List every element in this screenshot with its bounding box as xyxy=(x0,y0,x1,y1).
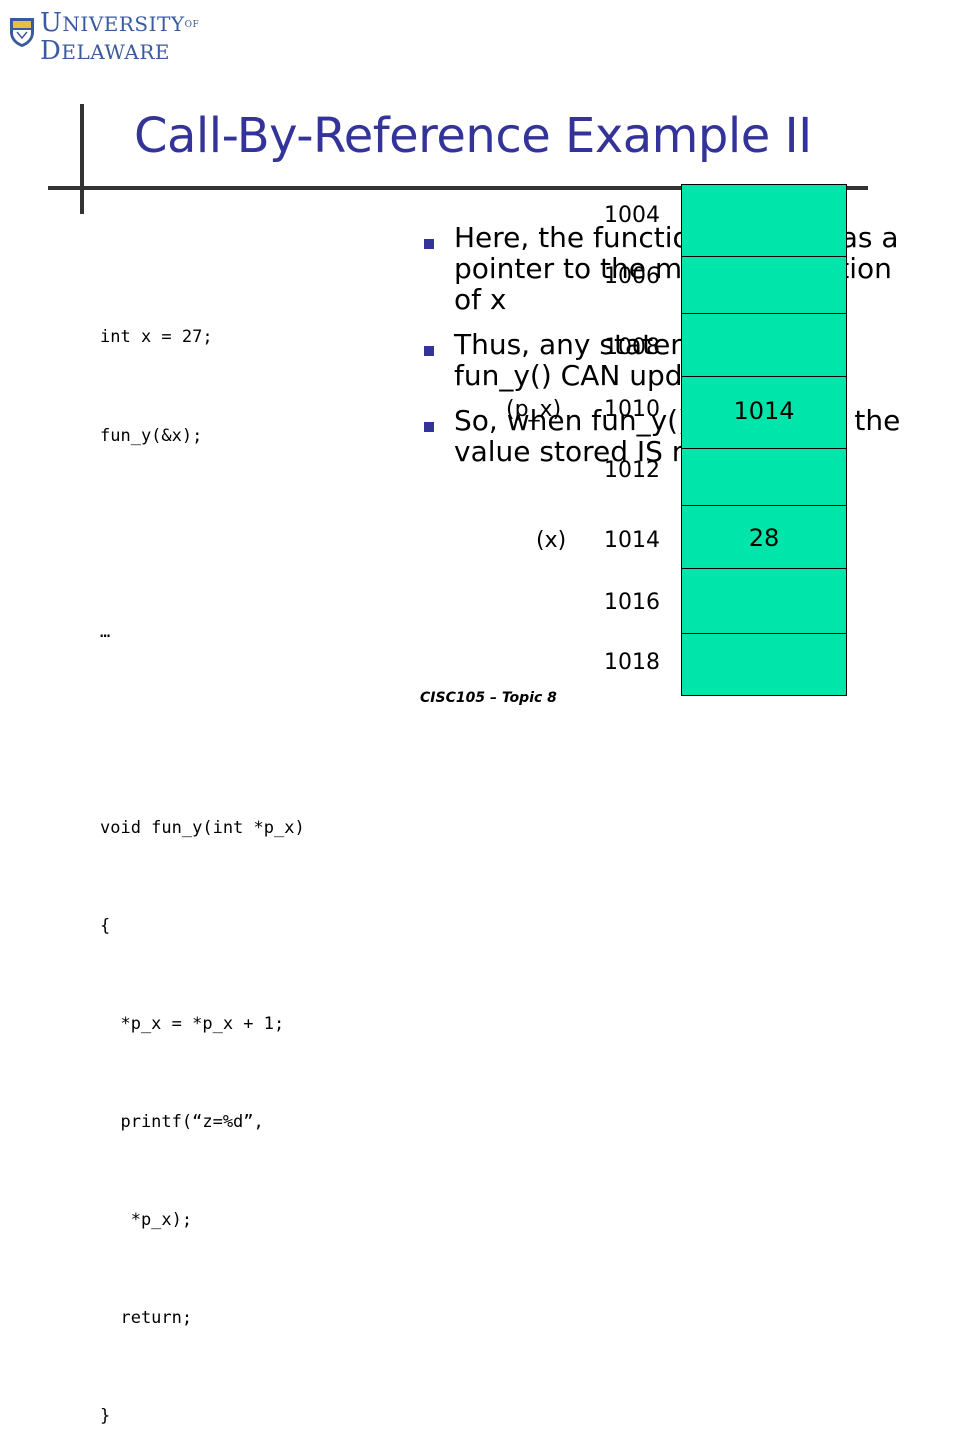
shield-icon xyxy=(10,18,34,47)
university-logo: UNIVERSITYOF DELAWARE xyxy=(8,8,199,64)
slide-footer: CISC105 – Topic 8 xyxy=(420,690,557,706)
code-line: printf(“z=%d”, xyxy=(100,1112,264,1133)
memory-cell xyxy=(681,633,847,696)
code-line: } xyxy=(100,1406,111,1427)
code-line: void fun_y(int *p_x) xyxy=(100,817,305,838)
memory-address: 1018 xyxy=(604,650,660,675)
code-block: int x = 27; fun_y(&x); … void fun_y(int … xyxy=(100,256,305,1440)
memory-address: 1010 xyxy=(604,397,660,422)
logo-initial-u: U xyxy=(40,8,63,38)
code-line: fun_y(&x); xyxy=(100,425,203,446)
memory-address: 1016 xyxy=(604,590,660,615)
code-line xyxy=(100,714,305,747)
code-line: int x = 27; xyxy=(100,327,213,348)
code-line xyxy=(100,518,305,551)
logo-line-1: UNIVERSITYOF xyxy=(40,10,199,36)
memory-cell-x: 28 xyxy=(681,505,847,569)
logo-word-university: NIVERSITY xyxy=(62,12,185,36)
bullet-square-icon xyxy=(424,422,434,433)
logo-line-2: DELAWARE xyxy=(40,38,199,64)
slide-title: Call-By-Reference Example II xyxy=(134,108,812,164)
memory-cell xyxy=(681,256,847,314)
variable-label-p-x: (p_x) xyxy=(506,397,562,422)
title-horizontal-rule xyxy=(48,186,868,190)
bullet-square-icon xyxy=(424,239,434,249)
bullet-list: Here, the function fun_y() has a pointer… xyxy=(424,222,924,482)
title-vertical-rule xyxy=(80,104,84,214)
logo-wordmark: UNIVERSITYOF DELAWARE xyxy=(40,10,199,64)
bullet-item: Thus, any statement inside fun_y() CAN u… xyxy=(424,329,924,391)
logo-word-delaware: ELAWARE xyxy=(61,40,171,64)
bullet-item: So, when fun_y() updates x, the value st… xyxy=(424,405,924,468)
code-line: *p_x = *p_x + 1; xyxy=(100,1014,285,1035)
memory-cell xyxy=(681,184,847,257)
memory-address: 1008 xyxy=(604,335,660,360)
logo-word-of: OF xyxy=(184,20,200,30)
logo-initial-d: D xyxy=(40,36,62,66)
memory-cell xyxy=(681,448,847,506)
code-line: *p_x); xyxy=(100,1210,193,1231)
memory-cell xyxy=(681,568,847,634)
code-line: { xyxy=(100,915,111,936)
code-line: return; xyxy=(100,1308,193,1329)
code-line: … xyxy=(100,621,111,642)
memory-address: 1004 xyxy=(604,203,660,228)
bullet-square-icon xyxy=(424,346,434,357)
memory-address: 1006 xyxy=(604,264,660,289)
memory-address: 1014 xyxy=(604,528,660,553)
bullet-item: Here, the function fun_y() has a pointer… xyxy=(424,222,924,315)
variable-label-x: (x) xyxy=(536,528,567,553)
memory-cell-p-x: 1014 xyxy=(681,376,847,449)
memory-address: 1012 xyxy=(604,458,660,483)
memory-cell xyxy=(681,313,847,377)
memory-diagram: 1014 28 xyxy=(681,184,849,696)
